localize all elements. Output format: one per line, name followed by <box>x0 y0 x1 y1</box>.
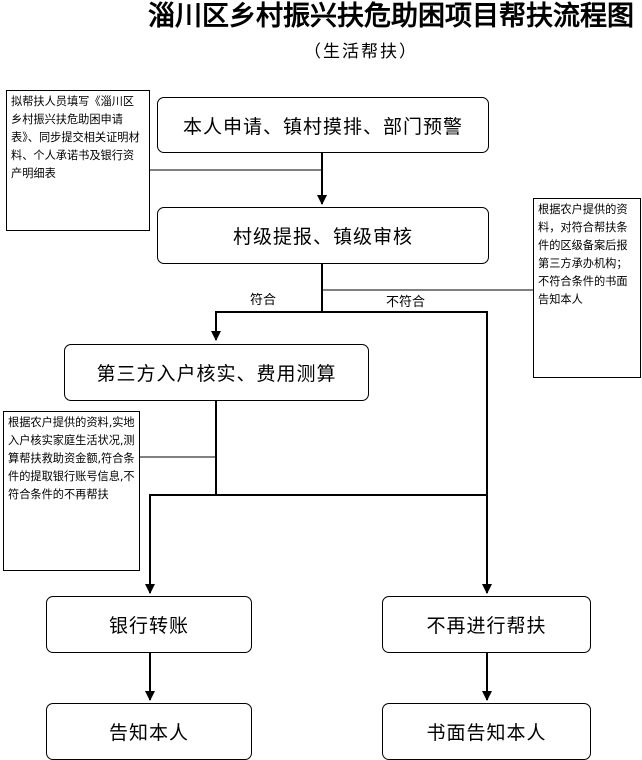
arrow-eligible-branch <box>211 311 322 341</box>
step-review: 村级提报、镇级审核 <box>157 207 489 264</box>
step-no-support: 不再进行帮扶 <box>382 596 591 653</box>
arrow-verify-to-transfer <box>145 494 216 594</box>
step-apply: 本人申请、镇村摸排、部门预警 <box>157 97 489 153</box>
step-verify: 第三方入户核实、费用测算 <box>64 344 369 401</box>
page-subtitle: （生活帮扶） <box>304 42 418 62</box>
note-verify: 根据农户提供的资料,实地入户核实家庭生活状况,测算帮扶救助资金额,符合条件的提取… <box>3 411 140 571</box>
note-apply: 拟帮扶人员填写《淄川区乡村振兴扶危助困申请表》、同步提交相关证明材料、个人承诺书… <box>6 90 150 231</box>
step-transfer: 银行转账 <box>46 596 252 653</box>
arrow-ineligible-branch <box>322 311 492 594</box>
branch-label-eligible: 符合 <box>250 293 277 308</box>
step-notify-written: 书面告知本人 <box>382 703 591 760</box>
step-notify: 告知本人 <box>46 703 252 760</box>
note-review: 根据农户提供的资料，对符合帮扶条件的区级备案后报第三方承办机构；不符合条件的书面… <box>533 198 641 378</box>
branch-label-ineligible: 不符合 <box>386 295 426 310</box>
page-title: 淄川区乡村振兴扶危助困项目帮扶流程图 <box>148 1 634 32</box>
